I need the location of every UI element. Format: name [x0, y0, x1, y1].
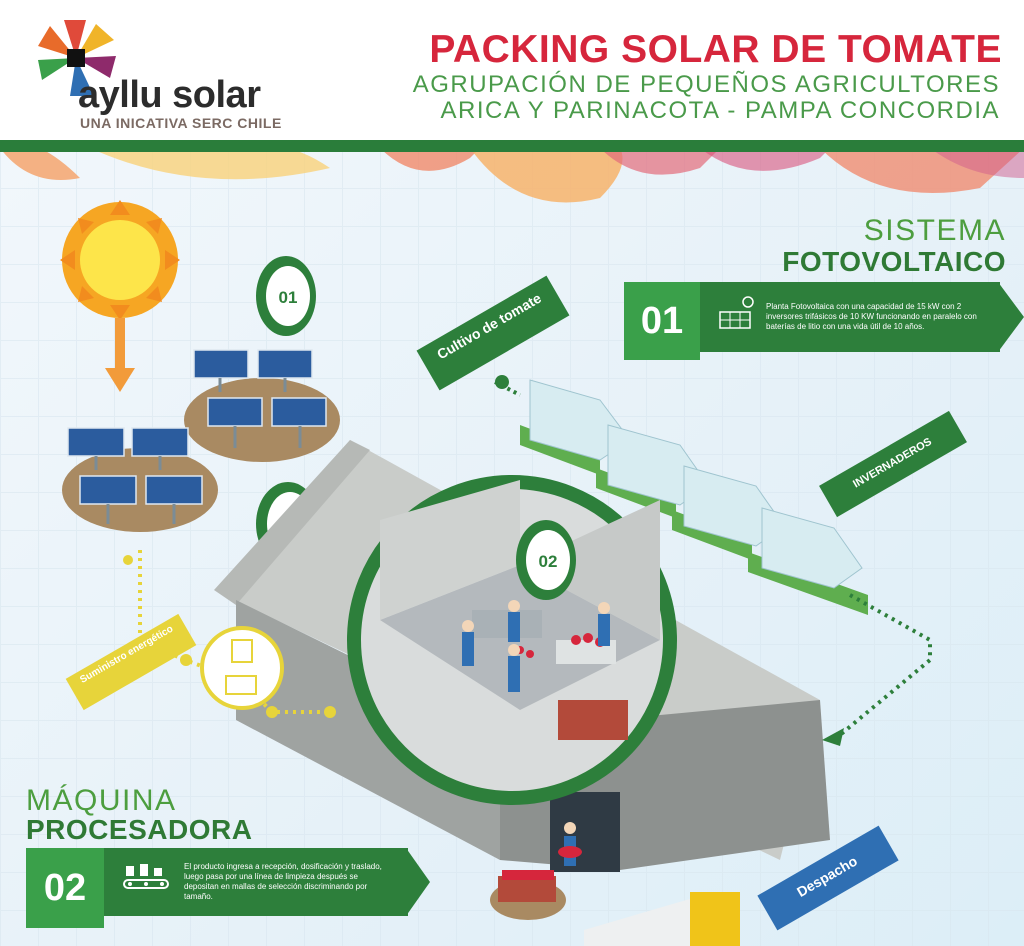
marker-02: 02	[516, 520, 576, 600]
greenhouses	[520, 379, 868, 615]
packing-illustration: 01 03	[60, 200, 932, 946]
sun-arrow-head	[105, 368, 135, 392]
page-subtitle: AGRUPACIÓN DE PEQUEÑOS AGRICULTORES ARIC…	[413, 72, 1000, 124]
maquina-description: El producto ingresa a recepción, dosific…	[184, 862, 382, 901]
svg-text:01: 01	[279, 288, 298, 307]
header: ayllu solar UNA INICATIVA SERC CHILE PAC…	[0, 0, 1024, 140]
processing-room-view	[347, 475, 677, 805]
cultivo-dot	[495, 375, 509, 389]
sistema-box-arrow	[998, 282, 1024, 352]
sun-icon	[60, 200, 180, 320]
sistema-label-bold: FOTOVOLTAICO	[782, 246, 1006, 277]
sun-arrow	[115, 318, 125, 370]
delivery-truck	[584, 892, 740, 946]
page-title: PACKING SOLAR DE TOMATE	[429, 28, 1002, 71]
marker-01: 01	[256, 256, 316, 336]
subtitle-line-2: ARICA Y PARINACOTA - PAMPA CONCORDIA	[440, 97, 1000, 124]
flow-path	[838, 593, 932, 737]
ayllu-logo-icon	[38, 20, 116, 96]
svg-text:02: 02	[539, 552, 558, 571]
sistema-label-light: SISTEMA	[863, 214, 1006, 247]
maquina-info-box: El producto ingresa a recepción, dosific…	[104, 848, 408, 916]
solar-panels-2	[67, 427, 203, 505]
inverter-battery-icon	[200, 626, 284, 710]
maquina-box-arrow	[406, 848, 430, 916]
maquina-label-light: MÁQUINA	[26, 784, 177, 817]
worker-figure	[558, 822, 582, 866]
logo-tagline: UNA INICATIVA SERC CHILE	[80, 115, 282, 131]
sistema-number: 01	[624, 282, 700, 360]
solar-panel-icon	[719, 296, 754, 329]
maquina-number: 02	[26, 848, 104, 928]
sistema-info-box: Planta Fotovoltaica con una capacidad de…	[700, 282, 1000, 352]
subtitle-line-1: AGRUPACIÓN DE PEQUEÑOS AGRICULTORES	[412, 71, 1000, 98]
conveyor-machine-icon	[123, 864, 169, 889]
header-divider	[0, 140, 1024, 152]
sistema-description: Planta Fotovoltaica con una capacidad de…	[766, 302, 977, 331]
logo-name: ayllu solar	[78, 74, 261, 116]
maquina-label-bold: PROCESADORA	[26, 814, 253, 845]
panel-ground-2	[62, 448, 218, 532]
decorative-petals	[0, 148, 1024, 203]
tomato-crates	[490, 870, 566, 920]
